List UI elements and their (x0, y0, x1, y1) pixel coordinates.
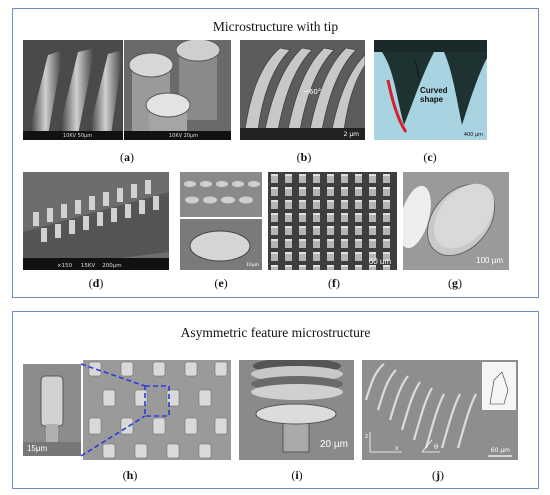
caption-b: b (300, 150, 308, 164)
scale-bar-label: 10µm (246, 263, 259, 268)
caption-d: d (92, 276, 100, 290)
sem-image-h-inset: 15µm (23, 364, 81, 456)
caption-c: c (427, 150, 433, 164)
section-title: Asymmetric feature microstructure (180, 325, 371, 340)
section-title: Microstructure with tip (212, 19, 339, 34)
caption-f: f (332, 276, 336, 290)
angle-label: θ (434, 443, 439, 451)
scale-bar-label: 2 µm (343, 131, 359, 138)
caption-e: e (218, 276, 224, 290)
axis-z-label: z (365, 433, 369, 440)
figure-panel-tip: Microstructure with tip 10KV 50µm 10KV (12, 8, 539, 298)
curved-shape-label: Curved shape (420, 86, 448, 104)
caption-a: a (124, 150, 130, 164)
angle-label: ~60° (303, 88, 322, 96)
caption-g: g (452, 276, 458, 290)
scale-bar-label: 20 µm (320, 439, 348, 450)
sem-image-a-left: 10KV 50µm (23, 40, 123, 140)
sem-image-a-right: 10KV 20µm (124, 40, 231, 140)
figure-panel-asymmetric: Asymmetric feature microstructure 15µm (… (12, 311, 539, 489)
caption-j: j (436, 468, 440, 482)
sem-image-d: ×150 15KV 200µm (23, 172, 169, 270)
sem-image-i: 20 µm (239, 360, 354, 460)
image-info-text: ×150 15KV 200µm (57, 263, 122, 269)
scale-bar-label: 60 um (368, 257, 391, 266)
scale-bar-label: 400 µm (463, 132, 483, 138)
sem-image-b: ~60° 2 µm (240, 40, 365, 140)
micrograph-image-c: Curved shape 400 µm (374, 40, 487, 140)
image-info-text: 10KV 50µm (63, 133, 93, 139)
sem-image-e: 10µm (180, 172, 262, 270)
sem-image-g: 100 µm (403, 172, 509, 270)
axis-x-label: x (395, 445, 399, 452)
sem-image-f: 60 um (268, 172, 397, 270)
scale-bar-label: 60 µm (490, 447, 510, 454)
sem-image-h (83, 360, 231, 460)
scale-bar-label: 100 µm (476, 256, 503, 265)
image-info-text: 10KV 20µm (169, 133, 199, 139)
scale-bar-label: 15µm (27, 444, 48, 453)
caption-i: i (295, 468, 299, 482)
zoom-indicator (80, 363, 170, 457)
caption-h: h (126, 468, 134, 482)
sem-image-j: x z θ 60 µm (362, 360, 518, 460)
